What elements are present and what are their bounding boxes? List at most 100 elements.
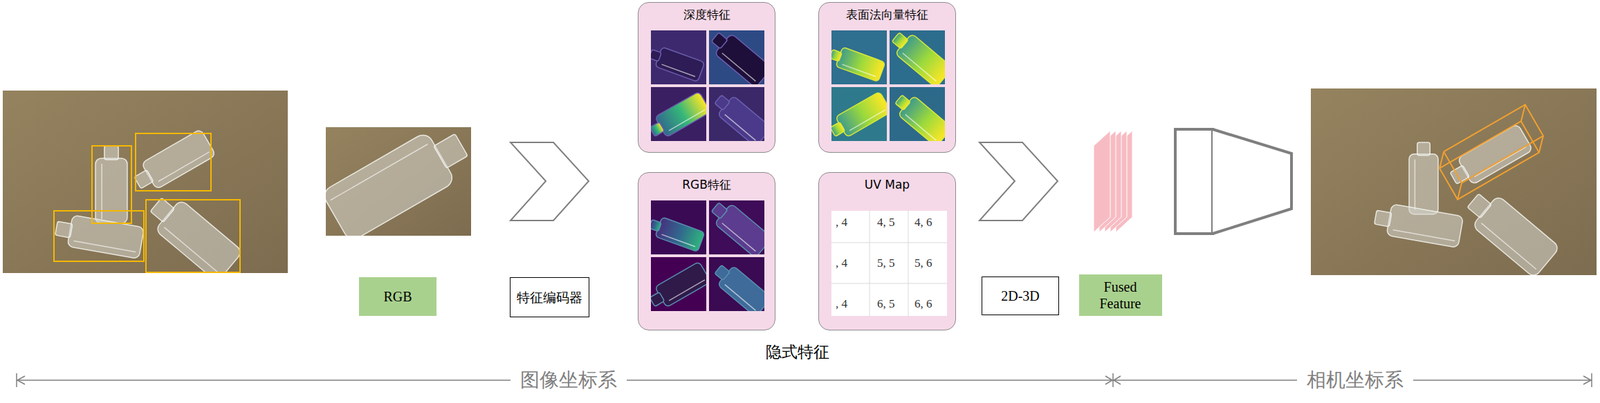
bottle-highlight [849,109,886,131]
feature-channel [650,30,707,85]
bottle-neck [650,49,662,61]
bottle-neck [711,32,728,50]
box-label: RGB [383,288,412,306]
panel-title: 表面法向量特征 [846,7,929,22]
module-box: 2D-3D [981,276,1060,316]
bottle-neck [433,133,468,169]
feature-channel [650,257,707,312]
box-label: 特征编码器 [516,289,583,306]
box-label: 2D-3D [1000,287,1040,305]
uv-grid-line [831,282,947,284]
feature-map [818,2,956,153]
bottle [709,200,765,255]
bottle [831,43,886,82]
decoder-block [1175,129,1213,234]
feature-channel [709,200,765,255]
bottle-highlight [724,284,756,310]
feature-sheet [1093,130,1111,233]
bottle [650,213,705,252]
bottle [709,30,765,85]
pose-box-edge [1539,136,1544,153]
panel-title: UV Map [864,177,910,192]
bottle [889,30,945,85]
bottle-neck [55,221,73,238]
feature-channel [831,30,887,85]
uv-ground [831,210,947,317]
bottle-body [834,46,885,82]
photo [1310,88,1597,276]
bottle-neck [1467,193,1492,218]
axis-arrowhead [1105,376,1113,385]
detection-box [92,145,132,224]
bottle-neck [713,264,730,281]
uv-coordinate: , 4 [835,297,848,312]
bottle-neck [1374,210,1392,227]
pose-box-edge [1439,151,1444,169]
axis-arrowhead [17,376,25,385]
bottle-body [654,46,705,82]
pose-box [1439,121,1540,200]
feature-map [637,2,776,153]
bottle-neck [713,94,730,110]
bottle-highlight [721,52,755,81]
bottle-body [1409,154,1439,215]
pose-box-edge [1521,104,1526,122]
axis-arrowhead [1113,376,1121,385]
photo [2,90,288,274]
axis-label: 图像坐标系 [510,368,627,393]
feature-panel: 深度特征 [637,2,776,153]
bottle [143,189,244,274]
bottle [650,261,707,312]
feature-channel [650,200,707,255]
feature-channel [650,87,707,142]
bottle-body [67,215,144,260]
bottle-highlight [902,52,936,81]
uv-coordinate: 4, 5 [877,215,896,230]
bottle-body [1386,204,1464,249]
uv-coordinate: 4, 6 [914,215,933,230]
bottle-neck [831,121,846,137]
bottle [709,89,765,141]
box-label: Fused Feature [1086,278,1156,312]
uv-coordinate: 6, 5 [877,297,896,312]
bottle-body [95,158,128,224]
bottle-highlight [724,114,756,140]
uv-grid-line [907,210,909,317]
panel-title: 深度特征 [683,7,731,22]
pose-box-edge [1457,183,1462,200]
feature-channel [709,30,765,85]
module-box: 特征编码器 [509,277,590,318]
detection-box [135,133,211,191]
uv-coordinate: 5, 5 [877,256,896,271]
group-caption: 隐式特征 [765,343,830,363]
bottle-highlight [1414,159,1416,211]
bottle-highlight [158,152,210,182]
bottle [709,259,765,311]
feature-channel [889,87,945,142]
bottle-highlight [661,64,695,77]
uv-coordinate: 5, 6 [914,256,933,271]
photo [325,127,472,236]
bottle-highlight [1474,146,1526,177]
bottle [650,91,707,142]
bottle-highlight [330,143,429,200]
bottle [1460,185,1561,276]
photo-ground [2,90,288,274]
bottle [1372,201,1464,248]
bottle-neck [1417,142,1430,156]
bottle-body [654,216,705,252]
uv-grid-line [831,242,947,243]
bottle-neck [104,145,119,160]
bottle-neck [891,32,909,50]
bottle-highlight [721,222,755,252]
bottle [890,89,945,141]
bottle-highlight [74,241,137,253]
panel-title: RGB特征 [682,177,732,192]
bottle [325,127,472,236]
bottle-neck [711,202,728,220]
bottle-highlight [163,227,219,274]
feature-channel [889,30,945,85]
detection-box [145,199,241,273]
bottle-neck [650,121,665,137]
bottle-highlight [668,109,705,131]
